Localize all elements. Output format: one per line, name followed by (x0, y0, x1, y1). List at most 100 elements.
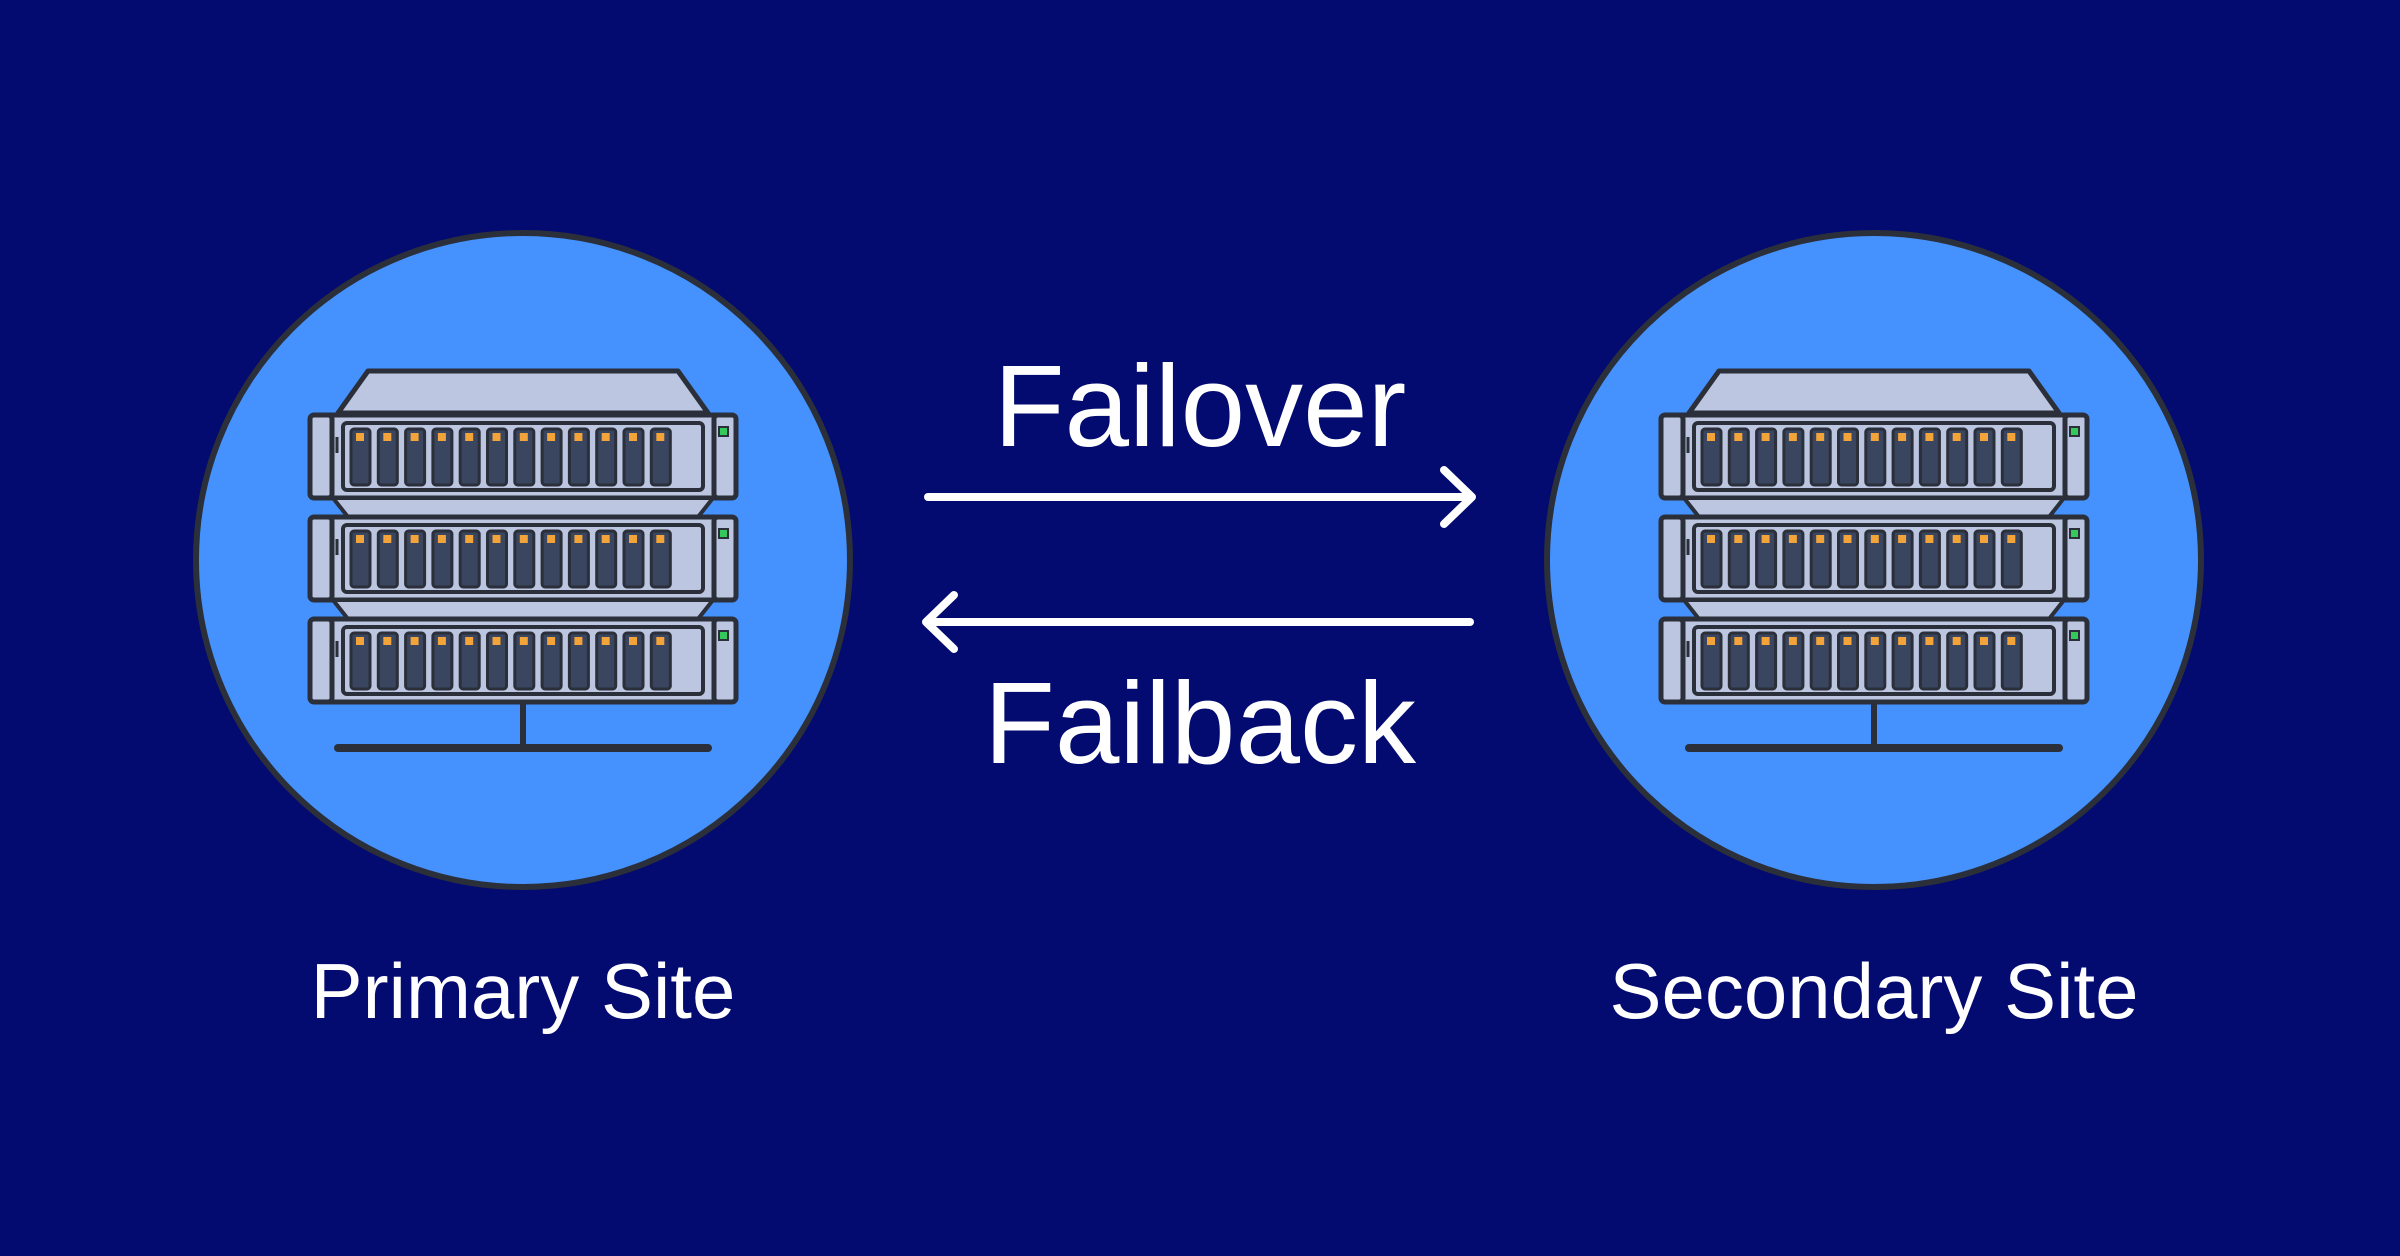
drive-led (574, 535, 583, 543)
drive-slot (649, 631, 672, 691)
drive-slot (431, 529, 454, 589)
secondary-site-label: Secondary Site (1610, 947, 2139, 1035)
drive-slot (404, 427, 427, 487)
drive-led (410, 433, 419, 441)
drive-slot (1918, 529, 1941, 589)
drive-led (519, 433, 528, 441)
drive-led (1707, 433, 1715, 441)
drive-slot (1727, 631, 1750, 691)
drive-led (492, 535, 501, 543)
drive-led (1734, 433, 1743, 441)
drive-slot (622, 427, 645, 487)
drive-led (629, 433, 637, 441)
drive-led (2007, 637, 2016, 645)
drive-slot (458, 427, 481, 487)
drive-slot (404, 631, 427, 691)
unit-connector (1682, 598, 2066, 621)
drive-slot (1809, 631, 1832, 691)
server-rack-icon (307, 368, 739, 752)
drive-slot (458, 631, 481, 691)
drive-slot (1891, 529, 1914, 589)
drive-led (547, 535, 556, 543)
drive-led (1870, 433, 1879, 441)
drive-slot (376, 631, 399, 691)
drive-led (656, 535, 665, 543)
drive-slot (1727, 529, 1750, 589)
server-unit (307, 514, 739, 603)
drive-slot (431, 427, 454, 487)
drive-slot (1918, 631, 1941, 691)
drive-led (1843, 535, 1852, 543)
drive-slot (1755, 631, 1778, 691)
primary-site-label: Primary Site (311, 947, 736, 1035)
drive-slot (1891, 631, 1914, 691)
drive-led (1925, 637, 1934, 645)
drive-led (1843, 433, 1852, 441)
drive-slot (540, 631, 563, 691)
drive-slot (1700, 427, 1723, 487)
drive-slot (1755, 427, 1778, 487)
drive-slot (1973, 529, 1996, 589)
drive-led (547, 637, 556, 645)
drive-led (1816, 637, 1825, 645)
status-led (718, 426, 729, 437)
drive-slot (376, 529, 399, 589)
arrow-left-icon (922, 591, 1474, 653)
drive-slot (431, 631, 454, 691)
drive-led (656, 637, 665, 645)
drive-slot (513, 529, 536, 589)
drive-led (629, 535, 637, 543)
drive-led (1816, 535, 1825, 543)
drive-slot (622, 631, 645, 691)
drive-led (601, 535, 610, 543)
server-unit (307, 616, 739, 705)
server-unit (1658, 616, 2090, 705)
drive-slot (349, 631, 372, 691)
status-led (2069, 528, 2080, 539)
drive-led (1843, 637, 1852, 645)
status-led (718, 630, 729, 641)
drive-slot (458, 529, 481, 589)
drive-led (1734, 637, 1743, 645)
drive-led (1788, 433, 1797, 441)
drive-slot (540, 529, 563, 589)
server-top-cover (1686, 368, 2062, 416)
server-unit (307, 412, 739, 501)
drive-led (356, 433, 364, 441)
drive-led (1952, 535, 1961, 543)
drive-slot (1809, 427, 1832, 487)
server-top-cover (335, 368, 711, 416)
drive-slot (1782, 427, 1805, 487)
drive-led (356, 637, 364, 645)
failover-connection: Failover (924, 341, 1476, 528)
drive-led (629, 637, 637, 645)
drive-led (1870, 535, 1879, 543)
unit-connector (331, 598, 715, 621)
drive-slot (1782, 631, 1805, 691)
drive-led (1980, 433, 1988, 441)
drive-led (2007, 535, 2016, 543)
drive-led (519, 535, 528, 543)
server-handle-left (1658, 412, 1686, 501)
drive-led (1952, 637, 1961, 645)
drive-led (465, 535, 474, 543)
drive-led (1816, 433, 1825, 441)
drive-led (1898, 433, 1907, 441)
drive-slot (349, 427, 372, 487)
failback-connection: Failback (922, 591, 1474, 788)
drive-led (465, 433, 474, 441)
drive-led (1952, 433, 1961, 441)
drive-slot (567, 631, 590, 691)
drive-slot (404, 529, 427, 589)
drive-led (437, 535, 446, 543)
status-led (718, 528, 729, 539)
drive-slot (1809, 529, 1832, 589)
arrow-right-icon (924, 466, 1476, 528)
server-handle-left (307, 616, 335, 705)
drive-led (383, 637, 392, 645)
drive-slot (2000, 631, 2023, 691)
drive-slot (1700, 631, 1723, 691)
drive-led (1707, 637, 1715, 645)
unit-connector (1682, 496, 2066, 519)
drive-led (656, 433, 665, 441)
